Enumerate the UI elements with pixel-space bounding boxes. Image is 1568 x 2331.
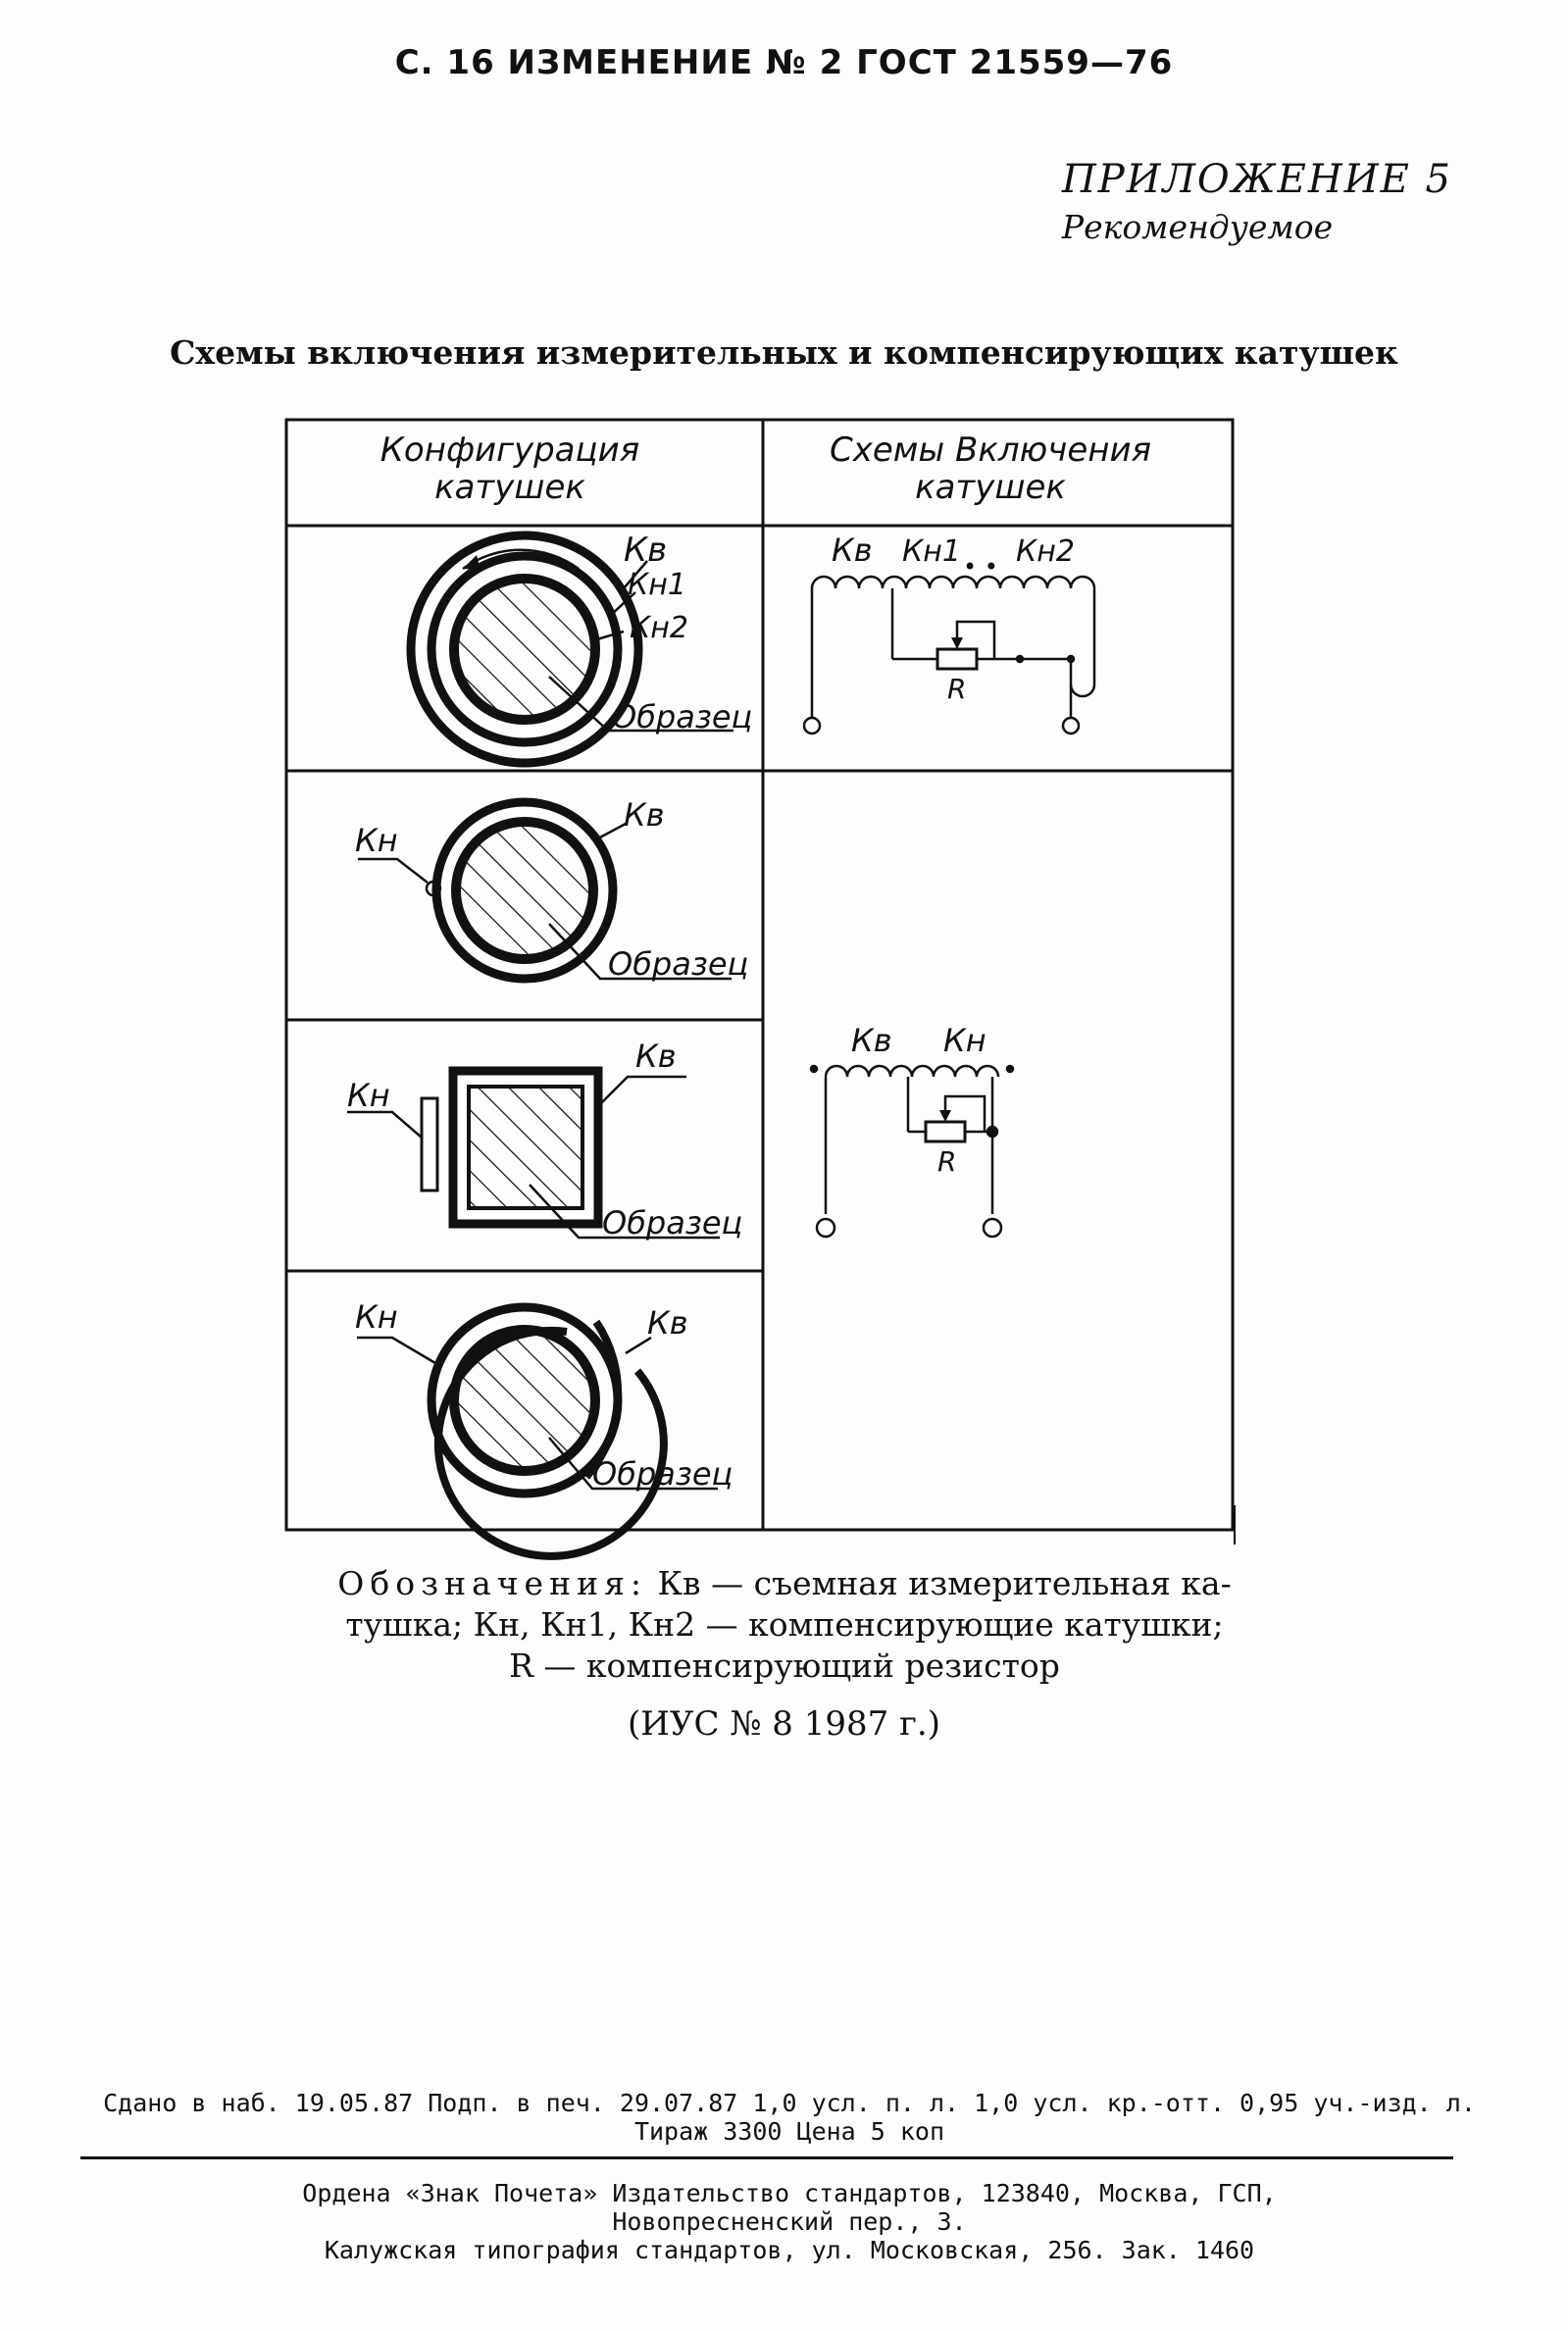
legend-line3: R — компенсирующий резистор (509, 1647, 1060, 1685)
legend-line1-rest: Кв — съемная измерительная ка- (657, 1564, 1232, 1602)
label-kv-2: Кв (624, 796, 665, 834)
appendix-title: ПРИЛОЖЕНИЕ 5 (1061, 157, 1452, 202)
label-kn1-1: Кн1 (628, 568, 686, 602)
document-title: Схемы включения измерительных и компенси… (170, 333, 1398, 372)
legend-line2: тушка; Кн, Кн1, Кн2 — компенсирующие кат… (345, 1605, 1224, 1644)
coil-config-1: Кв Кн1 Кн2 Образец (406, 531, 752, 768)
col1-header-line2: катушек (434, 468, 585, 507)
label-kn-4: Кн (355, 1298, 398, 1336)
legend: Обозначения: Кв — съемная измерительная … (265, 1563, 1304, 1687)
label-sample-4: Образец (592, 1455, 733, 1493)
imprint-line2: Тираж 3300 Цена 5 коп (633, 2117, 945, 2146)
label-kn-2: Кн (355, 822, 398, 859)
imprint-line5: Калужская типография стандартов, ул. Мос… (324, 2236, 1255, 2264)
col2-header-line2: катушек (915, 468, 1066, 507)
table-grid (284, 418, 1236, 1545)
col2-header-line1: Схемы Включения (830, 431, 1151, 470)
col1-header-line1: Конфигурация (380, 431, 639, 470)
coil-config-3: Кн Кв Образец (347, 1038, 742, 1242)
label-kv-4: Кв (647, 1304, 688, 1342)
appendix-block: ПРИЛОЖЕНИЕ 5 Рекомендуемое (1062, 157, 1452, 246)
label-sample-2: Образец (608, 945, 748, 983)
appendix-subtitle: Рекомендуемое (1061, 208, 1334, 246)
label-kv-1: Кв (624, 531, 667, 570)
wiring-scheme-2 (809, 1064, 1015, 1239)
scheme1-label-dots: • • (963, 553, 998, 581)
imprint-divider (80, 2156, 1453, 2159)
label-sample-3: Образец (602, 1204, 742, 1242)
issue-reference: (ИУС № 8 1987 г.) (628, 1704, 940, 1744)
label-kn2-1: Кн2 (630, 611, 688, 645)
wiring-scheme-1 (802, 575, 1096, 735)
label-kn-3: Кн (347, 1077, 390, 1114)
coil-config-2: Кн Кв Образец (355, 796, 748, 984)
scheme1-label-kn2: Кн2 (1016, 534, 1075, 569)
scheme2-label-kn: Кн (943, 1022, 986, 1059)
coil-config-4: Кн Кв Образец (355, 1298, 733, 1560)
scheme1-label-kv: Кв (832, 532, 873, 569)
label-kv-3: Кв (635, 1038, 677, 1075)
page-header: С. 16 ИЗМЕНЕНИЕ № 2 ГОСТ 21559—76 (394, 43, 1174, 82)
scheme2-label-kv: Кв (851, 1022, 892, 1059)
scheme1-label-r: R (947, 673, 966, 705)
imprint-line3: Ордена «Знак Почета» Издательство станда… (302, 2179, 1277, 2207)
label-sample-1: Образец (612, 698, 752, 735)
imprint-bottom: Ордена «Знак Почета» Издательство станда… (69, 2179, 1510, 2264)
imprint-line1: Сдано в наб. 19.05.87 Подп. в печ. 29.07… (103, 2089, 1476, 2117)
scheme2-label-r: R (937, 1145, 956, 1178)
scheme1-label-kn1: Кн1 (902, 534, 961, 569)
imprint-top: Сдано в наб. 19.05.87 Подп. в печ. 29.07… (69, 2089, 1510, 2146)
legend-prefix: Обозначения: (337, 1564, 648, 1602)
imprint-line4: Новопресненский пер., 3. (612, 2207, 967, 2236)
legend-line1: Обозначения: Кв — съемная измерительная … (265, 1563, 1304, 1604)
